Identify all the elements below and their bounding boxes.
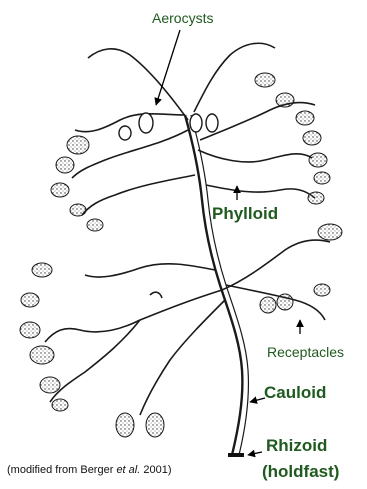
phylloid-label: Phylloid: [212, 205, 278, 222]
rhizoid-arrow: [248, 452, 262, 455]
cauloid-arrow: [250, 398, 265, 402]
rhizoid-label: Rhizoid: [266, 437, 327, 454]
receptacles-label: Receptacles: [267, 345, 344, 359]
credit-pre: (modified from Berger: [7, 464, 116, 476]
source-credit: (modified from Berger et al. 2001): [7, 464, 172, 476]
holdfast-label: (holdfast): [262, 463, 339, 480]
aerocysts-label: Aerocysts: [152, 11, 213, 25]
aerocysts-shapes: [119, 113, 218, 140]
cauloid-label: Cauloid: [264, 384, 326, 401]
holdfast-base: [228, 453, 244, 457]
credit-post: 2001): [140, 464, 171, 476]
cauloid-stipe: [185, 115, 248, 455]
credit-italic: et al.: [116, 464, 140, 476]
